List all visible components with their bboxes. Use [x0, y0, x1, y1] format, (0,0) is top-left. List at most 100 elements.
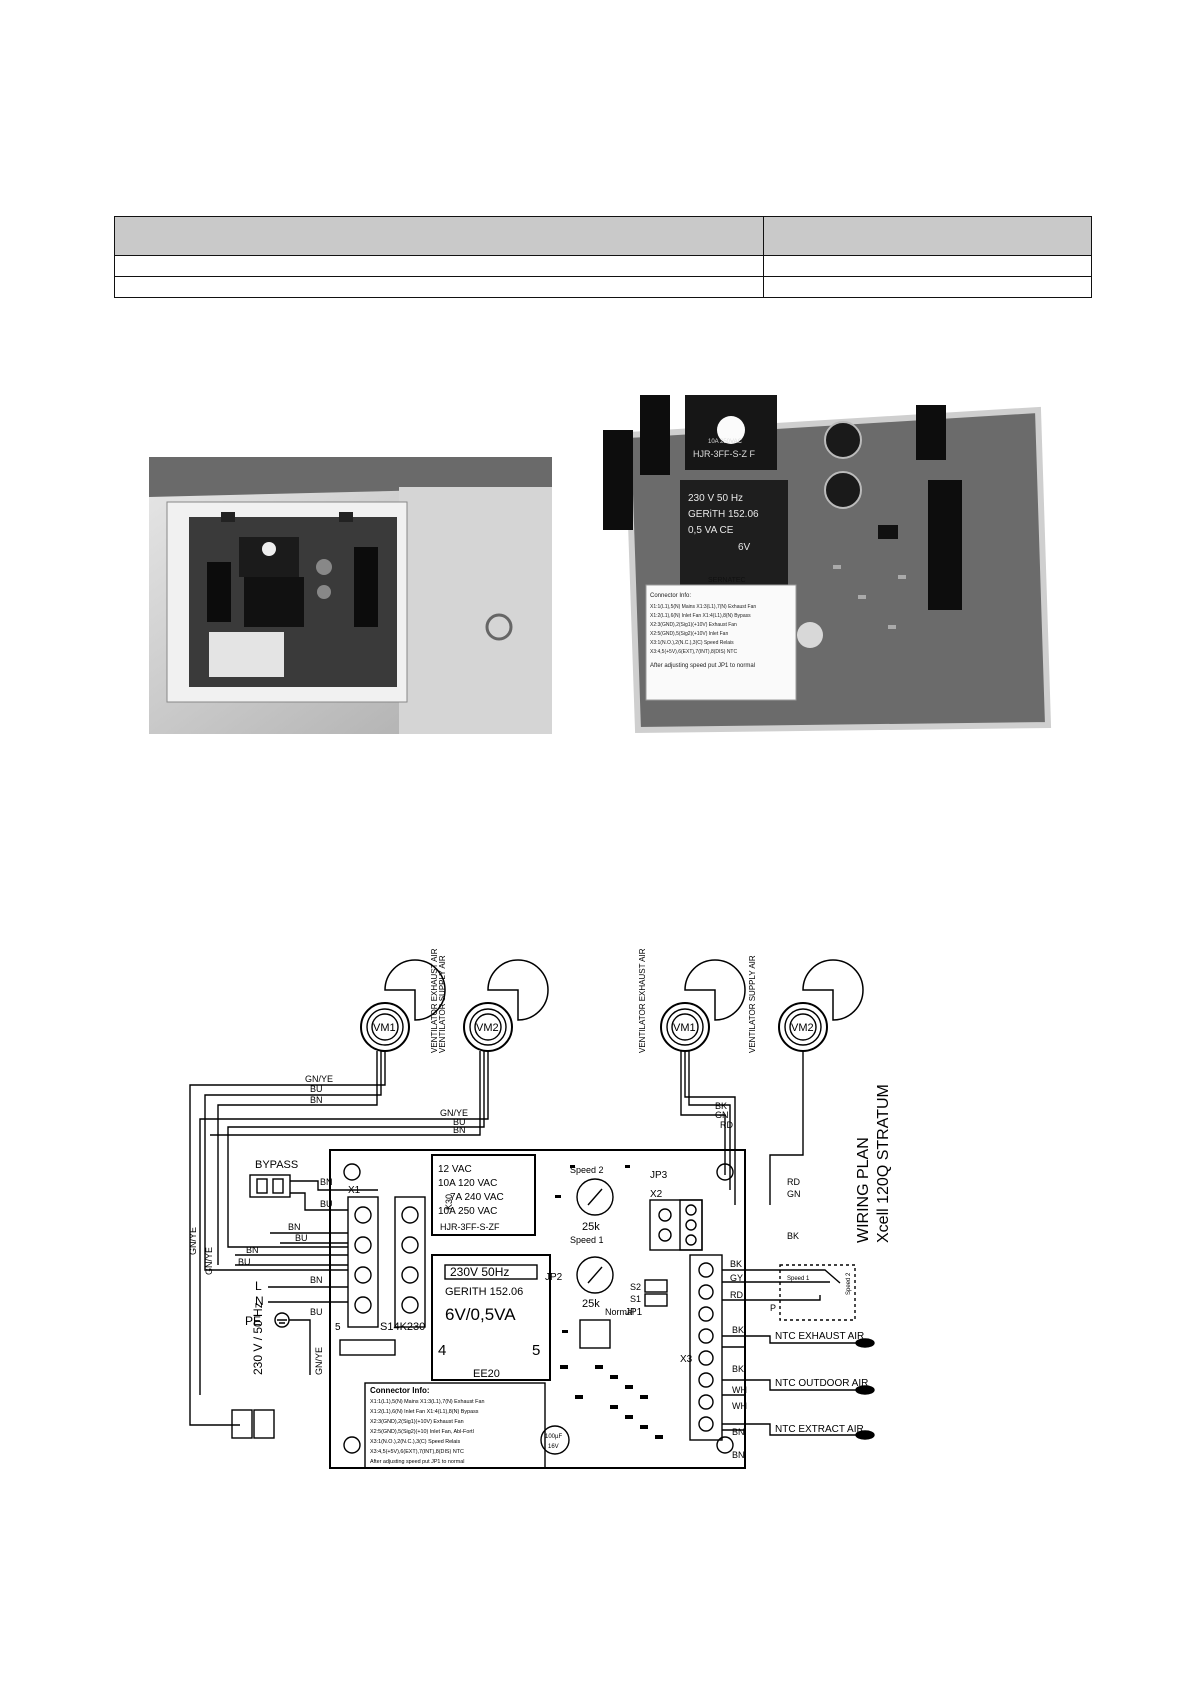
- ntc-outdoor-label: NTC OUTDOOR AIR: [775, 1378, 868, 1389]
- capacitor: [797, 622, 823, 648]
- photo-control-board: HJR-3FF-S-Z F 10A 250VAC 230 V 50 Hz GER…: [598, 395, 1052, 748]
- potentiometer: [824, 471, 862, 509]
- table-header-cell: [763, 216, 1092, 256]
- wire-label: WH: [732, 1401, 747, 1411]
- wiring-title: WIRING PLAN: [855, 1137, 872, 1243]
- wiring-subtitle: Xcell 120Q STRATUM: [875, 1084, 892, 1243]
- relay-code: K30: [444, 1194, 454, 1210]
- transformer-code: EE20: [473, 1368, 500, 1380]
- table-row: [114, 255, 1092, 277]
- connector-x1-left: [347, 1196, 379, 1328]
- mains-pe-label: PE: [245, 1314, 261, 1328]
- table-cell: [763, 276, 1092, 298]
- relay-rating: 10A 250VAC: [708, 439, 743, 445]
- fan-id-label: VM1: [373, 1022, 396, 1034]
- wire-label: BU: [310, 1084, 323, 1094]
- wire-label: RD: [787, 1177, 800, 1187]
- transformer-line-2: GERiTH 152.06: [688, 509, 759, 520]
- connector-label: X3: [680, 1354, 693, 1365]
- jumper-label: JP1: [625, 1307, 643, 1318]
- relay-label: HJR-3FF-S-Z F: [693, 449, 755, 459]
- terminal-block: [603, 430, 633, 530]
- sticker-line: X1:1(L1),5(N) Mains X1:3(L1),7(N) Exhaus…: [650, 604, 756, 610]
- wire-label: GN/YE: [188, 1227, 198, 1255]
- table-cell: [763, 255, 1092, 277]
- transformer-line-1: 230 V 50 Hz: [688, 493, 743, 504]
- potentiometer: [824, 421, 862, 459]
- connector-info-line: X2:3(GND),2(Sig1)(+10V) Exhaust Fan: [370, 1419, 464, 1425]
- fan-id-label: VM2: [476, 1022, 499, 1034]
- wire-label: BN: [453, 1125, 466, 1135]
- jumper-label: JP3: [650, 1170, 668, 1181]
- wire-label: GN/YE: [305, 1074, 333, 1084]
- wire-label: GY: [730, 1273, 743, 1283]
- sticker-title: Connector Info:: [650, 593, 691, 599]
- ntc-exhaust-label: NTC EXHAUST AIR: [775, 1331, 864, 1342]
- wire-label: GN/YE: [204, 1247, 214, 1275]
- wire-label: BN: [310, 1275, 323, 1285]
- wire-label: P: [770, 1303, 776, 1313]
- wire-label: GN: [715, 1110, 729, 1120]
- speed-label: Speed 1: [787, 1276, 810, 1282]
- speed-label: Speed 2: [570, 1165, 604, 1175]
- fan-caption: VENTILATOR SUPPLY AIR: [438, 955, 447, 1053]
- terminal-block: [640, 395, 670, 475]
- connector-info-line: X1:1(L1),5(N) Mains X1:3(L1),7(N) Exhaus…: [370, 1399, 484, 1405]
- varistor: [339, 1339, 396, 1356]
- relay-k30: [431, 1154, 536, 1236]
- table-row: [114, 276, 1092, 298]
- connector-info-sticker: [645, 584, 797, 701]
- jumper-label: S1: [630, 1294, 641, 1304]
- transformer-line-4: 6V: [738, 542, 751, 553]
- table-cell: [114, 276, 764, 298]
- wire-label: RD: [720, 1120, 733, 1130]
- connector-info-box: [364, 1382, 546, 1469]
- transformer-model: GERITH 152.06: [445, 1286, 523, 1298]
- relay-rating: 10A 120 VAC: [438, 1178, 497, 1189]
- brand-label: SERNATEC: [708, 577, 746, 584]
- terminal-block: [916, 405, 946, 460]
- fan-vm2-right: VM2 VENTILATOR SUPPLY AIR: [748, 955, 864, 1053]
- relay-model: HJR-3FF-S-ZF: [440, 1222, 500, 1232]
- mains-l-label: L: [255, 1279, 262, 1293]
- earth-plug: [231, 1409, 253, 1439]
- wire-label: BK: [732, 1364, 744, 1374]
- wire-label: BN: [732, 1450, 745, 1460]
- wire-label: GN/YE: [440, 1108, 468, 1118]
- photo-installed-board: [149, 457, 552, 734]
- potentiometer-speed-1: [576, 1256, 614, 1294]
- table-cell: [114, 255, 764, 277]
- terminal-block: [928, 480, 962, 610]
- pot-value: 25k: [582, 1221, 600, 1233]
- fan-vm1-right: VM1 VENTILATOR EXHAUST AIR: [638, 948, 746, 1053]
- fan-id-label: VM1: [673, 1022, 696, 1034]
- info-table: [114, 216, 1092, 298]
- fan-caption: VENTILATOR EXHAUST AIR: [638, 948, 647, 1053]
- ntc-extract-label: NTC EXTRACT AIR: [775, 1424, 864, 1435]
- fan-vm2-left: VM2 VENTILATOR SUPPLY AIR: [438, 955, 549, 1053]
- capacitor: [540, 1425, 570, 1455]
- potentiometer-speed-2: [576, 1178, 614, 1216]
- wire-label: BN: [288, 1222, 301, 1232]
- wire-label: BN: [310, 1095, 323, 1105]
- mains-n-label: N: [255, 1294, 264, 1308]
- sticker-line: X3:1(N.O.),2(N.C.),3(C) Speed Relais: [650, 640, 734, 646]
- wire-label: BK: [732, 1325, 744, 1335]
- ic-chip: [579, 1319, 611, 1349]
- connector-info-line: X3:1(N.O.),2(N.C.),3(C) Speed Relais: [370, 1439, 460, 1445]
- wire-label: GN: [787, 1189, 801, 1199]
- wire-label: BU: [295, 1233, 308, 1243]
- capacitor-value: 100µF: [545, 1434, 562, 1440]
- sticker-line: X1:2(L1),6(N) Inlet Fan X1:4(L1),8(N) By…: [650, 613, 751, 619]
- bypass-label: BYPASS: [255, 1159, 298, 1171]
- transformer-component: [680, 480, 788, 588]
- capacitor-voltage: 16V: [548, 1444, 559, 1450]
- bypass-connector: [249, 1174, 291, 1198]
- sticker-line: X3:4,5(+5V),6(EXT),7(INT),8(DIS) NTC: [650, 649, 737, 655]
- jumper-label: Normal: [605, 1307, 634, 1317]
- transformer-line-3: 0,5 VA CE: [688, 525, 734, 536]
- transformer-ee20: [431, 1254, 551, 1381]
- wire-label: BN: [246, 1245, 259, 1255]
- connector-x3: [689, 1254, 723, 1441]
- transformer-pin: 4: [438, 1342, 446, 1359]
